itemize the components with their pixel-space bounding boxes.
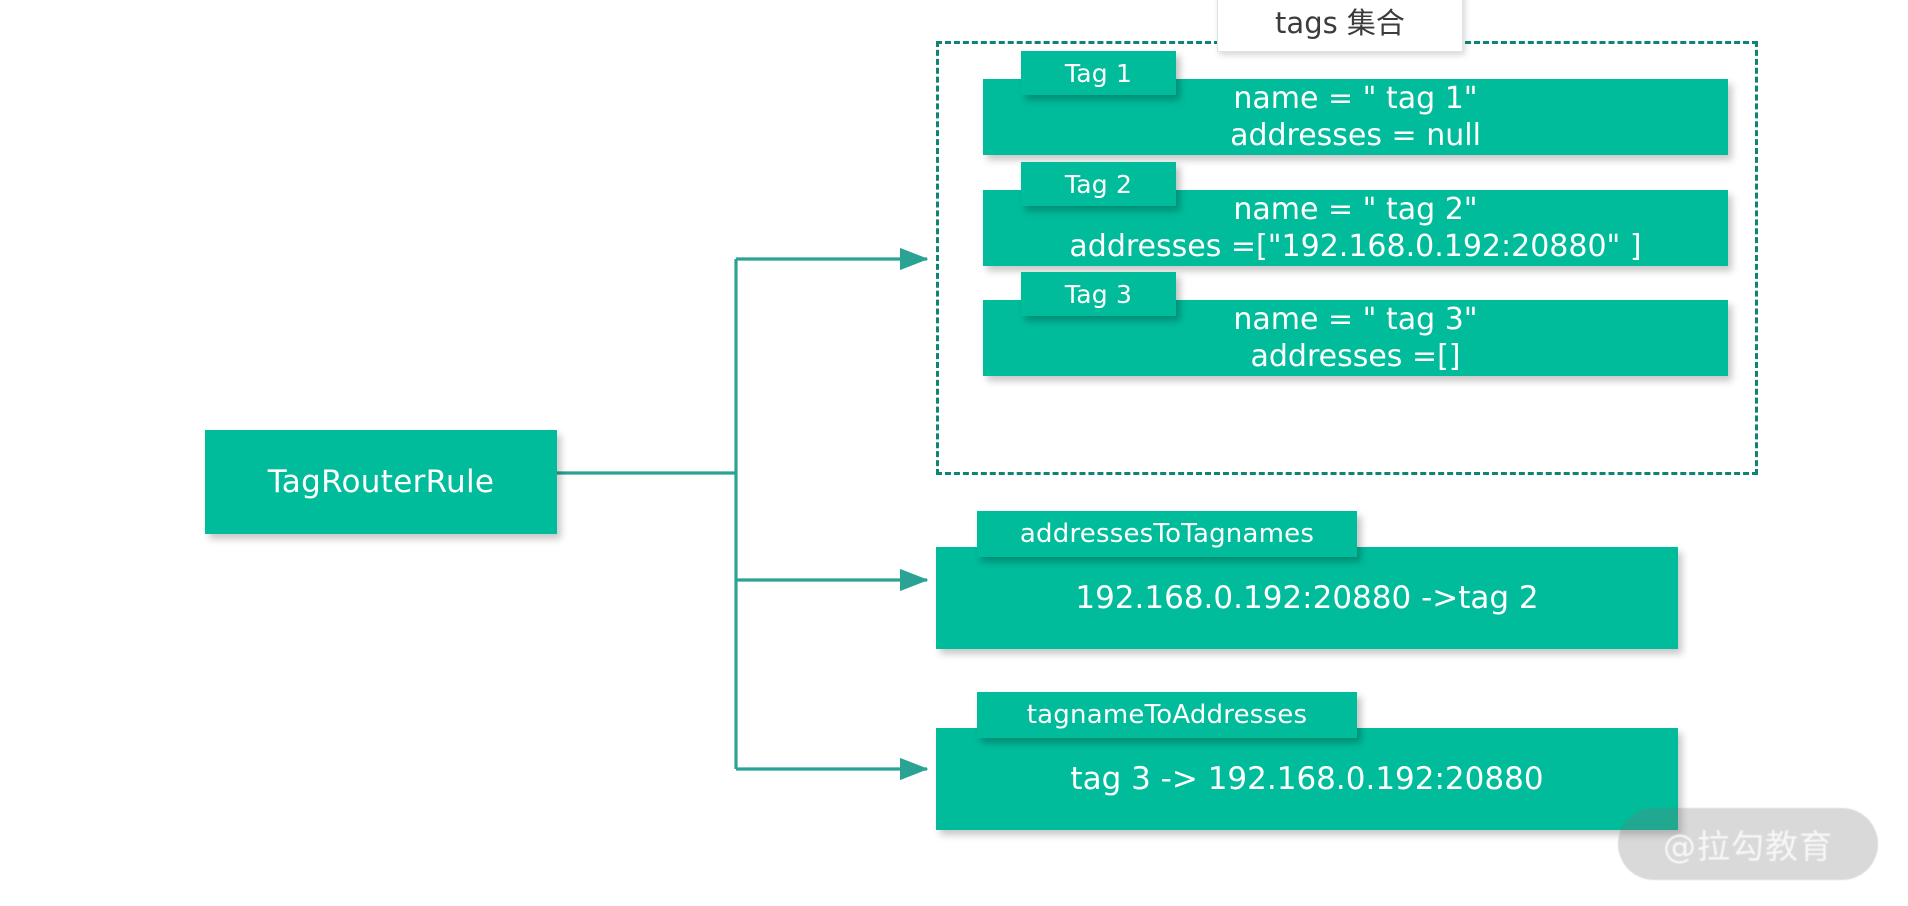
addresses-to-tagnames-body: 192.168.0.192:20880 ->tag 2 xyxy=(936,547,1678,649)
tagname-to-addresses-body: tag 3 -> 192.168.0.192:20880 xyxy=(936,728,1678,830)
tag-1-line-2: addresses = null xyxy=(1230,118,1481,153)
tag-router-rule-block: TagRouterRule xyxy=(205,430,557,534)
addresses-to-tagnames-tab: addressesToTagnames xyxy=(977,511,1357,557)
tag-3-line-2: addresses =[] xyxy=(1250,339,1461,374)
tagname-to-addresses-tab: tagnameToAddresses xyxy=(977,692,1357,738)
tag-3-tab: Tag 3 xyxy=(1021,272,1176,316)
tag-2-line-1: name = " tag 2" xyxy=(1233,191,1478,227)
tag-1-line-1: name = " tag 1" xyxy=(1233,80,1478,116)
tags-collection-label: tags 集合 xyxy=(1217,0,1463,52)
tag-3-line-1: name = " tag 3" xyxy=(1233,301,1478,337)
tag-2-tab: Tag 2 xyxy=(1021,162,1176,206)
tag-1-tab: Tag 1 xyxy=(1021,51,1176,95)
watermark: @拉勾教育 xyxy=(1618,808,1878,880)
tag-2-line-2: addresses =["192.168.0.192:20880" ] xyxy=(1069,229,1642,264)
